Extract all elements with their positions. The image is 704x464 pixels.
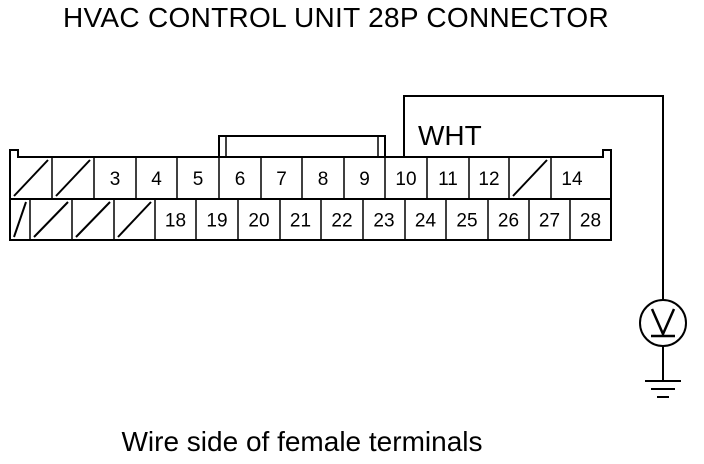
unused-terminal-slash: [55, 159, 91, 197]
terminal-number-label: 5: [193, 169, 204, 190]
terminal-number-label: 23: [373, 211, 394, 232]
diagram-caption: Wire side of female terminals: [121, 426, 483, 457]
unused-terminal-slash: [512, 159, 548, 197]
terminal-number-label: 7: [276, 169, 287, 190]
unused-terminal-slash: [75, 201, 111, 238]
terminal-number-label: 21: [290, 211, 311, 232]
terminal-number-label: 10: [395, 169, 416, 190]
voltmeter-v-symbol: [650, 308, 676, 338]
terminal-blank-13: [508, 157, 548, 199]
terminal-blank-1: [13, 201, 27, 238]
terminal-25: 25: [445, 199, 478, 240]
unused-terminal-slash: [13, 201, 27, 238]
terminal-number-label: 25: [456, 211, 477, 232]
terminal-number-label: 14: [561, 169, 583, 190]
wire-color-label: WHT: [418, 120, 482, 151]
terminal-blank-2: [29, 199, 69, 240]
terminal-26: 26: [487, 199, 519, 240]
terminal-19: 19: [195, 199, 228, 240]
terminal-number-label: 9: [359, 169, 370, 190]
ground-icon: [645, 346, 681, 398]
terminal-6: 6: [218, 157, 246, 199]
terminal-number-label: 28: [580, 211, 601, 232]
probe-wire: [403, 95, 664, 300]
terminal-12: 12: [468, 157, 500, 199]
terminal-number-label: 4: [151, 169, 162, 190]
terminal-20: 20: [237, 199, 270, 240]
terminal-number-label: 8: [318, 169, 329, 190]
terminal-18: 18: [154, 199, 186, 240]
terminal-24: 24: [404, 199, 437, 240]
terminal-11: 11: [426, 157, 458, 199]
diagram-title: HVAC CONTROL UNIT 28P CONNECTOR: [62, 2, 610, 33]
terminal-22: 22: [320, 199, 353, 240]
voltmeter-icon: [639, 299, 687, 347]
terminal-blank-3: [71, 199, 111, 240]
terminal-3: 3: [93, 157, 121, 199]
connector-lock-tab: [218, 135, 386, 157]
terminal-number-label: 19: [206, 211, 227, 232]
unused-terminal-slash: [117, 201, 152, 238]
terminal-number-label: 6: [235, 169, 246, 190]
terminal-28: 28: [569, 199, 601, 240]
terminal-number-label: 24: [415, 211, 437, 232]
terminal-number-label: 22: [331, 211, 352, 232]
terminal-number-label: 27: [539, 211, 560, 232]
terminal-5: 5: [176, 157, 204, 199]
terminal-7: 7: [260, 157, 287, 199]
terminal-number-label: 12: [478, 169, 499, 190]
terminal-blank-2: [51, 157, 91, 199]
terminal-number-label: 11: [438, 169, 458, 190]
connector-outline: [9, 149, 612, 241]
terminal-number-label: 20: [248, 211, 269, 232]
terminal-blank-4: [113, 199, 152, 240]
terminal-21: 21: [279, 199, 311, 240]
terminal-27: 27: [528, 199, 560, 240]
terminal-10: 10: [384, 157, 417, 199]
terminal-number-label: 18: [165, 211, 186, 232]
terminal-14: 14: [550, 157, 583, 199]
terminal-number-label: 3: [110, 169, 121, 190]
top-row-cells: 3 4 5 6 7 8 9 10 11 12 14: [13, 157, 583, 199]
unused-terminal-slash: [33, 201, 69, 238]
terminal-blank-1: [13, 159, 49, 197]
terminal-8: 8: [301, 157, 329, 199]
unused-terminal-slash: [13, 159, 49, 197]
terminal-number-label: 26: [498, 211, 519, 232]
bottom-row-cells: 18 19 20 21 22 23 24 25 26 27 28: [13, 199, 601, 240]
terminal-4: 4: [135, 157, 162, 199]
terminal-23: 23: [362, 199, 395, 240]
terminal-9: 9: [343, 157, 370, 199]
